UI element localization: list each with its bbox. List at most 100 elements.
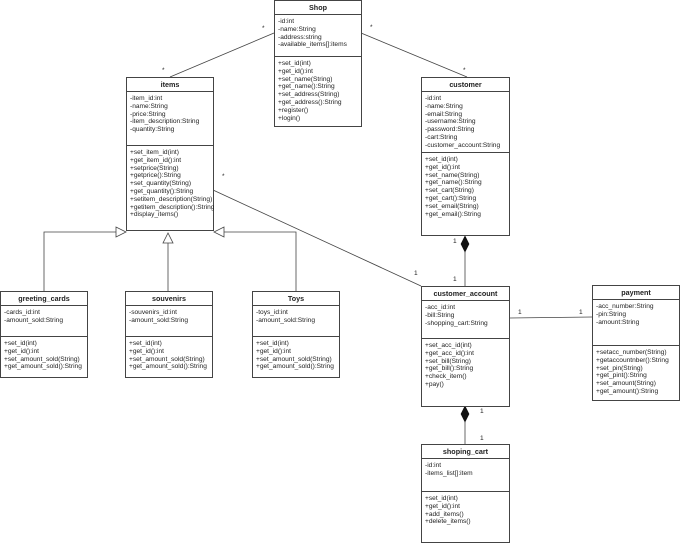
operation: +get_address():String [278, 98, 342, 106]
class-customer[interactable]: customer -id:int -name:String -email:Str… [421, 77, 510, 236]
multiplicity-shop-customer-customer: * [463, 67, 466, 74]
generalization-toys [224, 231, 297, 291]
operation: +get_id():int [425, 502, 461, 510]
operation: +set_address(String) [278, 91, 340, 99]
operation: +pay() [425, 380, 444, 388]
attribute: -toys_id:int [256, 309, 288, 316]
class-customer-account-title: customer_account [422, 287, 509, 301]
class-souvenirs-operations: +set_id(int) +get_id():int +set_amount_s… [126, 337, 212, 374]
multiplicity-account-payment-payment: 1 [579, 309, 583, 316]
class-greeting-cards[interactable]: greeting_cards -cards_id:int -amount_sol… [0, 291, 88, 378]
operation: +set_id(int) [425, 156, 458, 163]
class-customer-title: customer [422, 78, 509, 92]
operation: +setprice(String) [130, 164, 179, 172]
attribute: -username:String [425, 118, 476, 126]
operation: +set_item_id(int) [130, 149, 179, 156]
attribute: -acc_number:String [596, 303, 654, 310]
operation: +getaccountnber():String [596, 356, 669, 364]
class-customer-operations: +set_id(int) +get_id():int +set_name(Str… [422, 153, 509, 221]
class-payment[interactable]: payment -acc_number:String -pin:String -… [592, 285, 680, 401]
class-shop-title: Shop [275, 1, 361, 15]
attribute: -amount_sold:String [4, 316, 64, 324]
operation: +get_name():String [425, 179, 482, 187]
class-shoping-cart-operations: +set_id(int) +get_id():int +add_items() … [422, 492, 509, 529]
operation: +getitem_description():String [130, 203, 215, 211]
attribute: -quantity:String [130, 126, 175, 134]
operation: +set_id(int) [129, 340, 162, 347]
operation: +get_amount_sold():String [4, 363, 82, 371]
multiplicity-items-account-items: * [222, 173, 225, 180]
multiplicity-items-account-account: 1 [414, 270, 418, 277]
operation: +add_items() [425, 510, 464, 518]
class-toys[interactable]: Toys -toys_id:int -amount_sold:String +s… [252, 291, 340, 378]
operation: +get_amount_sold():String [256, 363, 334, 371]
class-payment-operations: +setacc_number(String) +getaccountnber()… [593, 346, 679, 399]
class-shop[interactable]: Shop -id:int -name:String -address:strin… [274, 0, 362, 127]
operation: +setacc_number(String) [596, 349, 667, 356]
operation: +set_quantity(String) [130, 180, 192, 188]
generalization-arrowhead-right [213, 226, 225, 238]
attribute: -email:String [425, 110, 463, 118]
class-items[interactable]: items -item_id:int -name:String -price:S… [126, 77, 214, 231]
class-customer-account[interactable]: customer_account -acc_id:int -bill:Strin… [421, 286, 510, 407]
class-items-attributes: -item_id:int -name:String -price:String … [127, 92, 213, 146]
attribute: -amount_sold:String [129, 316, 189, 324]
generalization-greeting-cards [43, 231, 116, 291]
class-payment-attributes: -acc_number:String -pin:String -amount:S… [593, 300, 679, 346]
operation: +get_id():int [425, 163, 461, 171]
attribute: -address:string [278, 33, 322, 41]
operation: +get_item_id():int [130, 156, 182, 164]
composition-diamond-account [460, 405, 470, 423]
multiplicity-shop-items-items: * [162, 67, 165, 74]
operation: +get_cart():String [425, 194, 477, 202]
operation: +get_name():String [278, 83, 335, 91]
operation: +set_name(String) [425, 171, 480, 179]
operation: +set_amount(String) [596, 380, 656, 388]
class-shoping-cart[interactable]: shoping_cart -id:int -items_list[]:item … [421, 444, 510, 543]
attribute: -name:String [278, 25, 316, 33]
association-shop-items [169, 32, 275, 78]
generalization-arrowhead-center [162, 232, 174, 244]
multiplicity-account-payment-account: 1 [518, 309, 522, 316]
attribute: -item_id:int [130, 95, 163, 102]
operation: +register() [278, 106, 309, 114]
class-souvenirs-title: souvenirs [126, 292, 212, 306]
class-greeting-cards-operations: +set_id(int) +get_id():int +set_amount_s… [1, 337, 87, 374]
operation: +set_id(int) [425, 495, 458, 502]
class-souvenirs[interactable]: souvenirs -souvenirs_id:int -amount_sold… [125, 291, 213, 378]
operation: +get_id():int [256, 347, 292, 355]
operation: +get_email():String [425, 210, 481, 218]
attribute: -id:int [278, 18, 295, 25]
attribute: -id:int [425, 95, 442, 102]
operation: +set_id(int) [256, 340, 289, 347]
composition-diamond-customer [460, 235, 470, 253]
operation: +setitem_description(String) [130, 195, 213, 203]
attribute: -amount:String [596, 318, 640, 326]
attribute: -password:String [425, 126, 475, 134]
operation: +set_amount_sold(String) [256, 355, 332, 363]
class-payment-title: payment [593, 286, 679, 300]
multiplicity-customer-account-account: 1 [453, 276, 457, 283]
operation: +delete_items() [425, 518, 471, 526]
class-greeting-cards-title: greeting_cards [1, 292, 87, 306]
operation: +get_id():int [4, 347, 40, 355]
operation: +check_item() [425, 373, 467, 381]
operation: +get_id():int [278, 67, 314, 75]
attribute: -item_description:String [130, 118, 200, 126]
multiplicity-shop-customer-shop: * [370, 24, 373, 31]
operation: +set_id(int) [278, 60, 311, 67]
attribute: -cards_id:int [4, 309, 40, 316]
operation: +set_name(String) [278, 75, 333, 83]
operation: +getprice():String [130, 172, 181, 180]
operation: +set_amount_sold(String) [4, 355, 80, 363]
class-customer-account-attributes: -acc_id:int -bill:String -shopping_cart:… [422, 301, 509, 339]
operation: +login() [278, 114, 301, 122]
operation: +set_cart(String) [425, 187, 474, 195]
attribute: -name:String [130, 102, 168, 110]
operation: +set_amount_sold(String) [129, 355, 205, 363]
operation: +set_acc_id(int) [425, 342, 472, 349]
class-shoping-cart-attributes: -id:int -items_list[]:item [422, 459, 509, 492]
operation: +get_pint():String [596, 372, 647, 380]
attribute: -name:String [425, 102, 463, 110]
